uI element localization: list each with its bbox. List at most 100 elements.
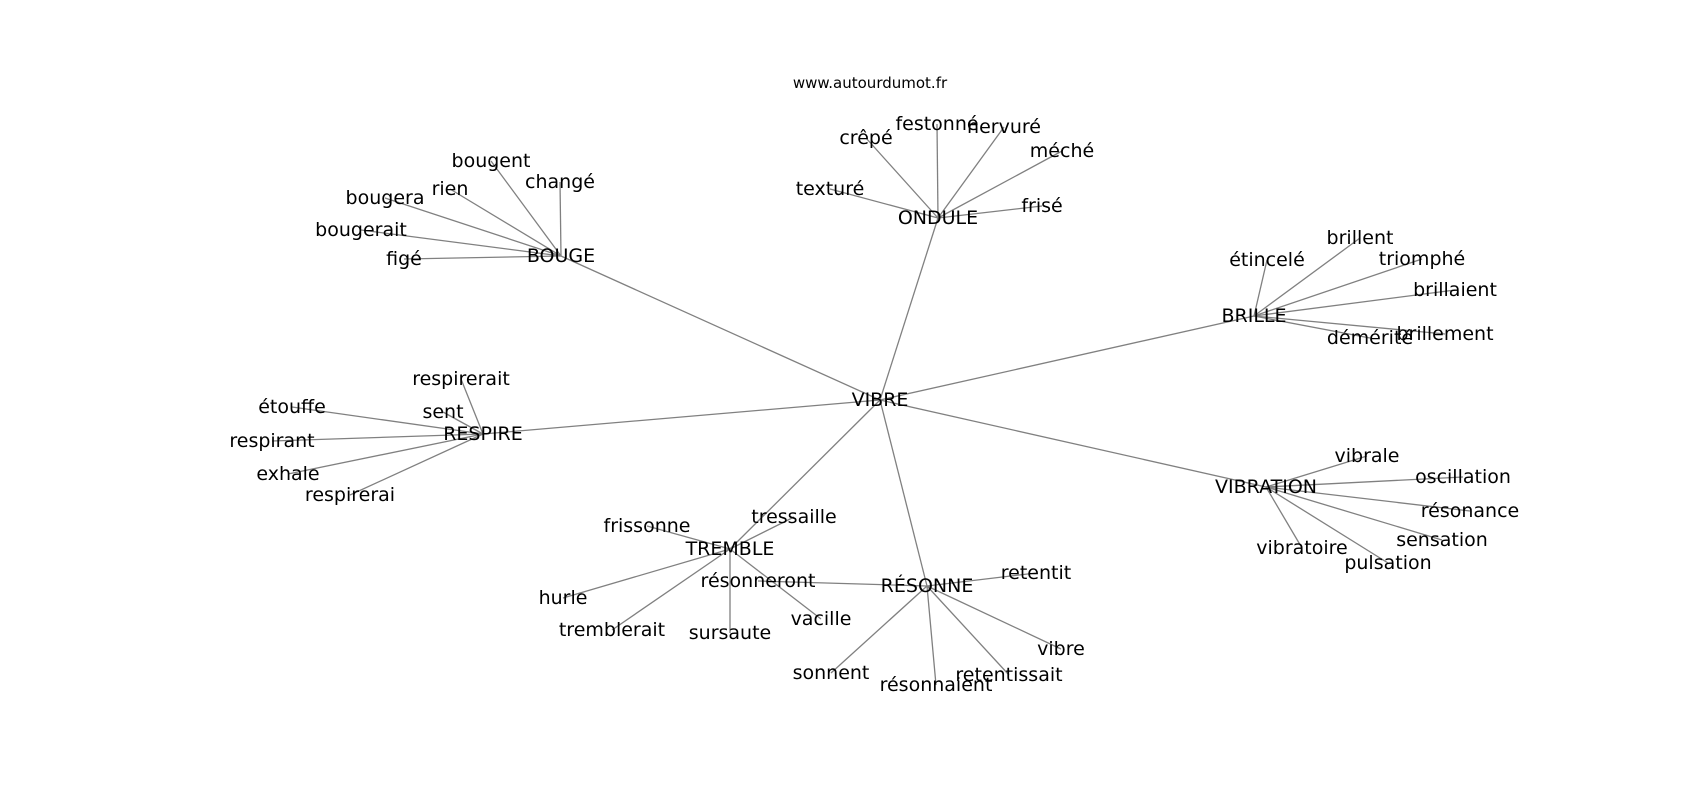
leaf-node-label: bougera: [346, 187, 425, 209]
leaf-edge: [937, 205, 1043, 219]
hub-node-label: BOUGE: [527, 245, 595, 267]
leaf-edge: [562, 548, 731, 599]
leaf-node-label: vacille: [791, 608, 852, 630]
leaf-edge: [936, 123, 939, 219]
leaf-node-label: pulsation: [1344, 552, 1431, 574]
leaf-edge: [287, 433, 484, 475]
leaf-node-label: méché: [1030, 140, 1094, 162]
leaf-edge: [829, 188, 939, 219]
leaf-edge: [1265, 455, 1368, 488]
leaf-node-label: bougent: [452, 150, 531, 172]
leaf-edge: [1253, 258, 1423, 317]
hub-node-label: TREMBLE: [685, 538, 775, 560]
leaf-edge: [1265, 486, 1471, 512]
leaf-node-label: résonance: [1421, 500, 1519, 522]
root-edge: [729, 399, 881, 550]
leaf-node-label: respirant: [229, 430, 314, 452]
leaf-edge: [1265, 476, 1464, 488]
leaf-node-label: bougerait: [315, 219, 407, 241]
leaf-node-label: brillaient: [1413, 279, 1497, 301]
leaf-edge: [1253, 289, 1456, 317]
leaf-node-label: vibre: [1037, 638, 1085, 660]
leaf-edge: [1253, 315, 1446, 335]
leaf-node-label: vibrale: [1334, 445, 1399, 467]
leaf-node-label: tremblerait: [559, 619, 665, 641]
leaf-node-label: sensation: [1396, 529, 1488, 551]
leaf-node-label: respirerait: [412, 368, 510, 390]
leaf-node-label: brillement: [1396, 323, 1493, 345]
leaf-edge: [559, 181, 562, 257]
leaf-edge: [937, 126, 1005, 219]
leaf-edge: [349, 433, 484, 496]
graph-labels: www.autourdumot.fr VIBREONDULEcrêpéfesto…: [229, 74, 1519, 696]
leaf-edge: [1253, 259, 1268, 317]
leaf-node-label: vibratoire: [1256, 537, 1347, 559]
leaf-edge: [460, 378, 484, 435]
leaf-node-label: sursaute: [689, 622, 771, 644]
leaf-edge: [926, 572, 1037, 587]
leaf-edge: [291, 406, 484, 435]
leaf-edge: [490, 160, 562, 257]
hub-node-label: RESPIRE: [443, 423, 523, 445]
leaf-node-label: démérité: [1327, 327, 1413, 349]
leaf-node-label: respirerai: [305, 484, 395, 506]
leaf-edge: [403, 255, 562, 260]
leaf-node-label: triomphé: [1379, 248, 1465, 270]
leaf-node-label: nervuré: [967, 116, 1041, 138]
leaf-node-label: étouffe: [258, 396, 326, 418]
leaf-node-label: sonnent: [793, 662, 870, 684]
leaf-node-label: frisé: [1021, 195, 1062, 217]
leaf-edge: [1253, 315, 1371, 339]
leaf-edge: [729, 516, 795, 550]
leaf-edge: [360, 229, 562, 257]
leaf-node-label: exhale: [256, 463, 319, 485]
leaf-node-label: retentit: [1001, 562, 1071, 584]
leaf-node-label: tressaille: [751, 506, 837, 528]
leaf-node-label: résonneront: [701, 570, 816, 592]
hub-node-label: BRILLE: [1221, 305, 1286, 327]
leaf-edge: [1265, 486, 1443, 541]
leaf-node-label: sent: [422, 401, 463, 423]
leaf-node-label: hurle: [539, 587, 588, 609]
leaf-node-label: résonnaient: [880, 674, 993, 696]
leaf-edge: [646, 525, 731, 550]
root-edge: [879, 399, 928, 587]
root-edge: [879, 399, 1267, 488]
site-url: www.autourdumot.fr: [793, 74, 948, 92]
leaf-node-label: changé: [525, 171, 595, 193]
leaf-node-label: retentissait: [955, 664, 1062, 686]
leaf-node-label: texturé: [796, 178, 865, 200]
leaf-node-label: frissonne: [604, 515, 691, 537]
leaf-edge: [926, 585, 1062, 650]
leaf-node-label: brillent: [1327, 227, 1394, 249]
root-edge: [560, 255, 881, 401]
leaf-edge: [926, 585, 937, 686]
leaf-edge: [830, 585, 928, 674]
leaf-node-label: festonné: [895, 113, 978, 135]
leaf-node-label: rien: [432, 178, 469, 200]
hub-node-label: RÉSONNE: [881, 574, 974, 597]
leaf-node-label: oscillation: [1415, 466, 1511, 488]
leaf-edge: [926, 585, 1010, 676]
leaf-edge: [611, 548, 731, 631]
root-node-label: VIBRE: [852, 389, 909, 411]
root-edge: [879, 217, 939, 401]
leaf-edge: [1253, 237, 1361, 317]
graph-edges: [271, 123, 1471, 686]
root-edge: [482, 399, 881, 435]
leaf-node-label: étincelé: [1229, 249, 1305, 271]
leaf-edge: [442, 411, 484, 435]
leaf-edge: [384, 197, 562, 257]
leaf-edge: [271, 433, 484, 442]
leaf-edge: [1265, 486, 1389, 564]
leaf-edge: [1265, 486, 1303, 549]
hub-node-label: VIBRATION: [1215, 476, 1317, 498]
leaf-node-label: figé: [386, 248, 422, 270]
leaf-edge: [865, 137, 939, 219]
leaf-edge: [757, 580, 928, 587]
leaf-edge: [937, 150, 1063, 219]
leaf-edge: [729, 548, 822, 620]
leaf-edge: [449, 188, 562, 257]
root-edge: [879, 315, 1255, 401]
